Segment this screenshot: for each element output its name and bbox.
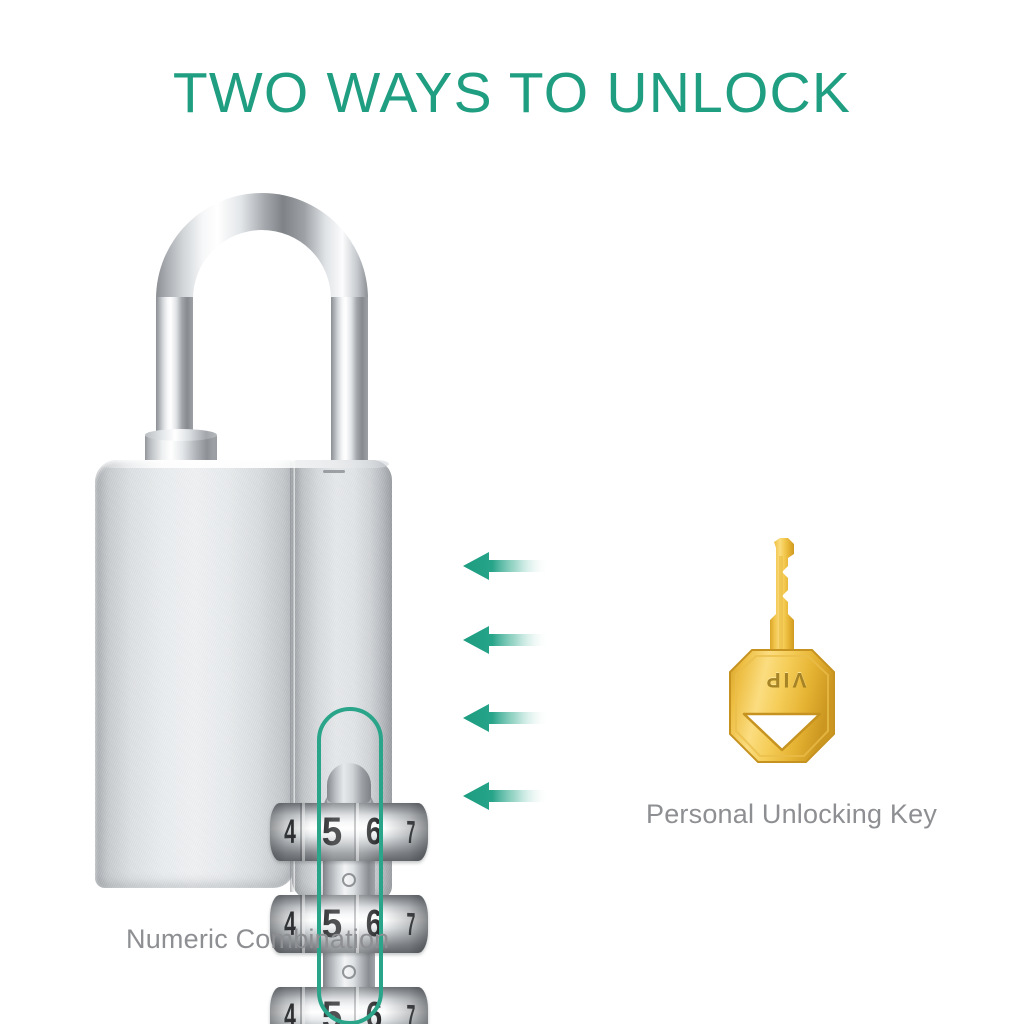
shackle-collar-top-rim [145, 429, 217, 441]
lock-body-seam [290, 462, 295, 892]
arrow-left-icon [463, 551, 549, 581]
dial-separator-dot [342, 873, 356, 887]
key-head [729, 649, 835, 763]
combination-dial-1[interactable]: 4 5 6 7 [270, 803, 428, 861]
dial-column: 4 5 6 7 4 5 6 7 [270, 763, 428, 1024]
arrow-left-icon [463, 625, 549, 655]
combination-padlock: 4 5 6 7 4 5 6 7 [90, 185, 470, 1024]
dial-curvature-shading [270, 987, 428, 1024]
dial-curvature-shading [270, 803, 428, 861]
shackle-slot [323, 470, 345, 473]
arrow-left-icon [463, 703, 549, 733]
page-title: TWO WAYS TO UNLOCK [172, 61, 852, 125]
dial-curvature-shading [270, 895, 428, 953]
key-blade-groove [779, 556, 783, 652]
caption-numeric-combination: Numeric Combination [126, 924, 390, 954]
key-engraving-text: VIP [763, 668, 807, 691]
dial-separator-dot [342, 965, 356, 979]
shackle-arc-inner-cutout [193, 230, 331, 299]
shackle-left-leg [156, 297, 193, 445]
key-head-bevel [735, 655, 829, 757]
lock-body: 4 5 6 7 4 5 6 7 [95, 460, 428, 1024]
arrow-left-icon [463, 781, 549, 811]
shackle-right-leg [331, 297, 368, 482]
dial-shaft-top-cap [327, 763, 371, 803]
combination-dial-2[interactable]: 4 5 6 7 [270, 895, 428, 953]
key-icon [729, 538, 835, 763]
combination-dial-3[interactable]: 4 5 6 7 [270, 987, 428, 1024]
personal-unlocking-key: VIP [722, 538, 842, 770]
key-slot [742, 712, 822, 752]
lock-body-top-edge [99, 460, 389, 468]
caption-personal-unlocking-key: Personal Unlocking Key [646, 799, 938, 829]
lock-body-front-face [95, 460, 295, 888]
